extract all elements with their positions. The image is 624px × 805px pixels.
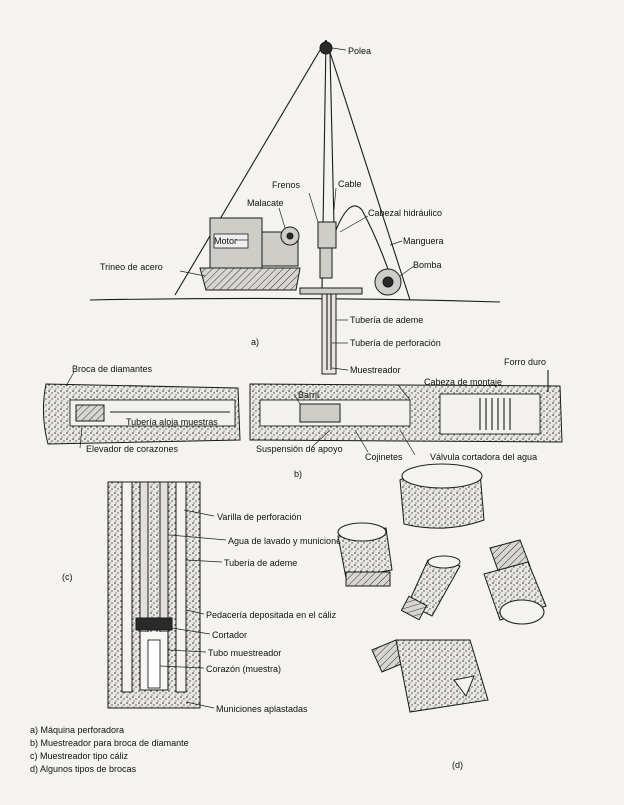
label-frenos: Frenos <box>272 180 301 190</box>
bit-crown <box>337 522 393 587</box>
cable-line <box>329 51 335 226</box>
figure-b-diamond-sampler: Broca de diamantes Forro duro Cabeza de … <box>42 357 563 479</box>
label-trineo-de-acero: Trineo de acero <box>100 262 163 272</box>
figure-d-drill-bits: (d) <box>337 463 547 770</box>
legend-item-c: c) Muestreador tipo cáliz <box>30 751 129 761</box>
label-tuberia-aloja-muestras: Tubería aloja muestras <box>126 417 218 427</box>
label-tuberia-de-ademe-c: Tubería de ademe <box>224 558 297 568</box>
bit-tricone <box>371 639 489 713</box>
label-tuberia-de-ademe: Tubería de ademe <box>350 315 423 325</box>
subfigure-tag-d: (d) <box>452 760 463 770</box>
label-suspension-de-apoyo: Suspensión de apoyo <box>256 444 343 454</box>
label-pedaceria: Pedacería depositada en el cáliz <box>206 610 337 620</box>
figure-c-chalice-sampler: Varilla de perforación Agua de lavado y … <box>62 481 346 714</box>
figure-legend: a) Máquina perforadora b) Muestreador pa… <box>30 725 189 774</box>
tripod-leg-right <box>325 39 411 301</box>
label-cojinetes: Cojinetes <box>365 452 403 462</box>
legend-item-a: a) Máquina perforadora <box>30 725 124 735</box>
label-malacate: Malacate <box>247 198 284 208</box>
label-municiones-aplastadas: Municiones aplastadas <box>216 704 308 714</box>
label-valvula-cortadora-del-agua: Válvula cortadora del agua <box>430 452 537 462</box>
hose <box>335 205 391 276</box>
core-sample <box>147 639 161 689</box>
subfigure-tag-a: a) <box>251 337 259 347</box>
legend-item-d: d) Algunos tipos de brocas <box>30 764 137 774</box>
label-manguera: Manguera <box>403 236 444 246</box>
label-tubo-muestreador: Tubo muestreador <box>208 648 281 658</box>
label-motor: Motor <box>214 236 237 246</box>
subfigure-tag-b: b) <box>294 469 302 479</box>
cutter <box>135 617 173 631</box>
label-cabeza-de-montaje: Cabeza de montaje <box>424 377 502 387</box>
bit-threaded <box>483 539 547 625</box>
label-corazon-muestra: Corazón (muestra) <box>206 664 281 674</box>
hydraulic-head <box>317 221 337 249</box>
label-varilla-de-perforacion: Varilla de perforación <box>217 512 301 522</box>
ground-line <box>89 297 501 303</box>
label-barril: Barril <box>298 390 319 400</box>
label-tuberia-de-perforacion: Tubería de perforación <box>350 338 441 348</box>
label-agua-de-lavado: Agua de lavado y municiones <box>228 536 346 546</box>
bit-ring <box>399 463 485 529</box>
label-elevador-de-corazones: Elevador de corazones <box>86 444 179 454</box>
label-cabezal-hidraulico: Cabezal hidráulico <box>368 208 442 218</box>
label-cortador: Cortador <box>212 630 247 640</box>
label-broca-de-diamantes: Broca de diamantes <box>72 364 153 374</box>
steel-sled <box>199 267 301 291</box>
bit-cylinder <box>400 555 461 621</box>
platform <box>299 287 363 295</box>
label-bomba: Bomba <box>413 260 442 270</box>
label-cable: Cable <box>338 179 362 189</box>
label-polea: Polea <box>348 46 371 56</box>
tripod-leg-left <box>174 39 327 296</box>
label-muestreador: Muestreador <box>350 365 401 375</box>
casing-pipe <box>321 293 337 375</box>
label-forro-duro: Forro duro <box>504 357 546 367</box>
subfigure-tag-c: (c) <box>62 572 73 582</box>
figure-a-drilling-rig: Polea Frenos Cable Malacate Cabezal hidr… <box>89 39 501 375</box>
legend-item-b: b) Muestreador para broca de diamante <box>30 738 189 748</box>
